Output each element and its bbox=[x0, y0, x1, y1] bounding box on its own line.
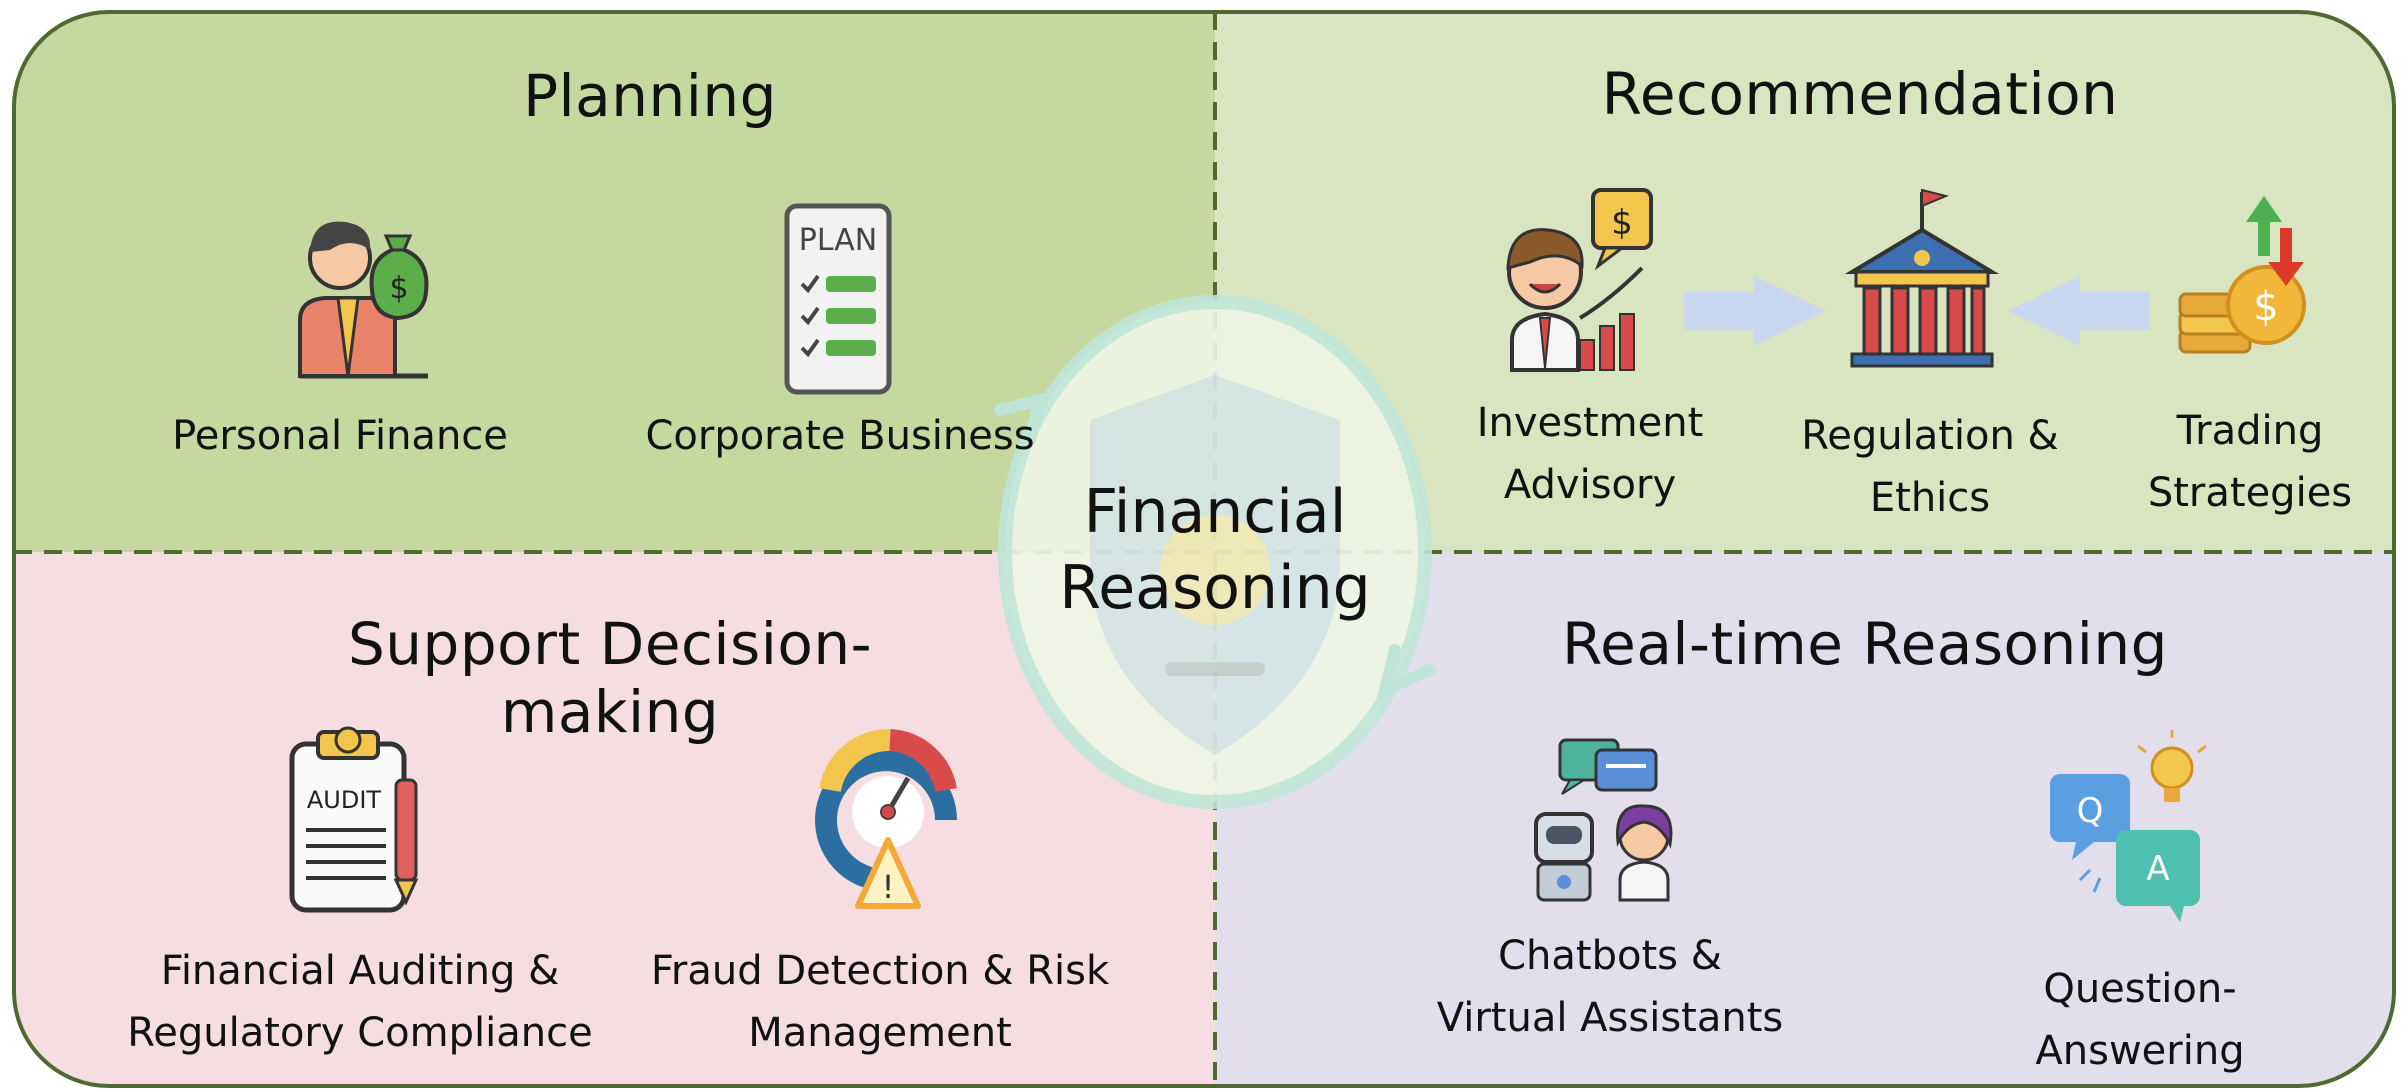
investment-line1: Investment bbox=[1476, 400, 1704, 446]
left-arrow-icon bbox=[2080, 292, 2150, 330]
investment-advisory-label: Investment Advisory bbox=[1440, 392, 1740, 516]
center-line2: Reasoning bbox=[1059, 553, 1371, 623]
recommendation-title: Recommendation bbox=[1601, 60, 2119, 128]
planning-title: Planning bbox=[523, 62, 777, 130]
outer-border bbox=[12, 10, 2396, 1088]
trading-line1: Trading bbox=[2176, 408, 2324, 454]
auditing-line2: Regulatory Compliance bbox=[127, 1010, 593, 1056]
warning-text: ! bbox=[882, 868, 895, 906]
coin-dollar-text: $ bbox=[2253, 284, 2278, 330]
fraud-line2: Management bbox=[748, 1010, 1012, 1056]
shield-watermark-icon bbox=[1090, 375, 1340, 755]
cycle-arrow-top-icon bbox=[994, 391, 1049, 446]
investment-line2: Advisory bbox=[1503, 462, 1677, 508]
bank-building-icon bbox=[1844, 188, 2000, 368]
fraud-risk-label: Fraud Detection & Risk Management bbox=[640, 940, 1120, 1064]
trading-strategies-label: Trading Strategies bbox=[2130, 400, 2370, 524]
support-title: Support Decision-making bbox=[347, 610, 873, 746]
question-answering-label: Question-Answering bbox=[2035, 966, 2245, 1074]
plan-icon-text: PLAN bbox=[799, 223, 877, 258]
auditing-compliance-label: Financial Auditing & Regulatory Complian… bbox=[120, 940, 600, 1064]
coins-arrows-icon: $ bbox=[2178, 196, 2306, 354]
center-label: Financial Reasoning bbox=[1055, 474, 1375, 626]
qa-bubbles-icon: Q A bbox=[2050, 730, 2207, 922]
robot-assistant-icon bbox=[1534, 738, 1673, 902]
audit-icon-text: AUDIT bbox=[307, 786, 382, 814]
risk-gauge-icon: ! bbox=[815, 728, 957, 909]
realtime-title: Real-time Reasoning bbox=[1561, 610, 2168, 678]
personal-finance-label: Personal Finance bbox=[172, 413, 508, 459]
center-badge bbox=[994, 295, 1436, 809]
right-arrow-icon bbox=[1684, 292, 1754, 330]
person-money-bag-icon: $ bbox=[298, 221, 429, 379]
trading-line2: Strategies bbox=[2147, 470, 2353, 516]
auditing-line1: Financial Auditing & bbox=[160, 948, 560, 994]
svg-text:$: $ bbox=[389, 271, 408, 306]
left-arrowhead-icon bbox=[2008, 276, 2080, 346]
chatbots-assistants-label: Chatbots & Virtual Assistants bbox=[1420, 925, 1800, 1049]
fraud-line1: Fraud Detection & Risk bbox=[650, 948, 1110, 994]
a-text: A bbox=[2146, 849, 2169, 889]
cycle-arrow-bottom-icon bbox=[1376, 644, 1436, 701]
chatbots-line1: Chatbots & bbox=[1498, 933, 1722, 979]
investor-dollar-text: $ bbox=[1611, 203, 1633, 243]
regulation-ethics-label: Regulation & Ethics bbox=[1801, 413, 2059, 521]
plan-checklist-icon: PLAN bbox=[784, 203, 892, 395]
center-line1: Financial bbox=[1083, 477, 1347, 547]
right-arrowhead-icon bbox=[1754, 276, 1826, 346]
chatbots-line2: Virtual Assistants bbox=[1436, 995, 1784, 1041]
investor-growth-chart-icon: $ bbox=[1506, 188, 1653, 372]
audit-clipboard-icon: AUDIT bbox=[289, 726, 419, 913]
q-text: Q bbox=[2077, 791, 2104, 831]
corporate-business-label: Corporate Business bbox=[645, 413, 1035, 459]
